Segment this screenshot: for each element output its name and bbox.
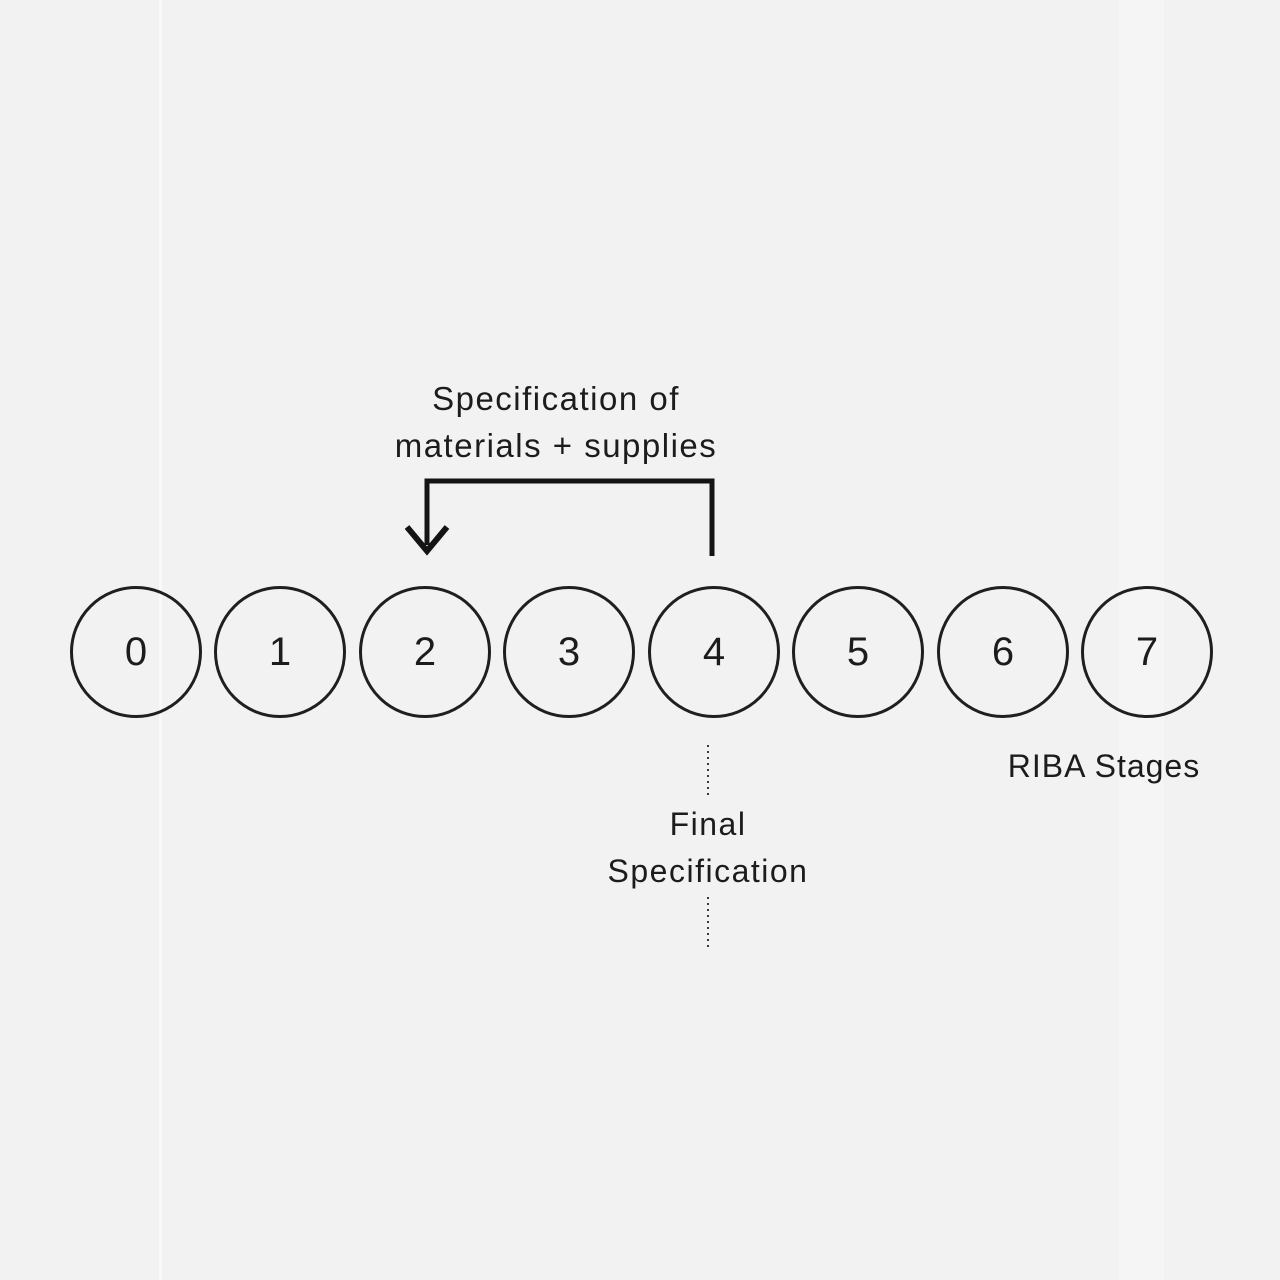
spec-materials-line2: materials + supplies bbox=[394, 427, 718, 464]
arrowhead-down-icon bbox=[404, 525, 450, 556]
stage-number-0: 0 bbox=[124, 629, 148, 674]
final-specification-line2: Specification bbox=[607, 853, 809, 889]
dotted-connector-top bbox=[707, 745, 709, 798]
bracket-line bbox=[424, 478, 715, 556]
dotted-connector-bottom bbox=[707, 897, 709, 949]
stage-number-5: 5 bbox=[846, 629, 870, 674]
spec-materials-line1: Specification of bbox=[432, 380, 680, 417]
stage-circle-6: 6 bbox=[937, 586, 1069, 718]
stage-circle-0: 0 bbox=[70, 586, 202, 718]
riba-stages-label: RIBA Stages bbox=[1007, 748, 1201, 784]
stage-number-2: 2 bbox=[413, 629, 437, 674]
stage-circle-5: 5 bbox=[792, 586, 924, 718]
final-specification-label: Final Specification bbox=[558, 801, 858, 895]
stage-number-3: 3 bbox=[557, 629, 581, 674]
stage-circle-4: 4 bbox=[648, 586, 780, 718]
stage-circle-3: 3 bbox=[503, 586, 635, 718]
bracket-arrow bbox=[404, 478, 715, 556]
stage-circle-1: 1 bbox=[214, 586, 346, 718]
stage-circle-7: 7 bbox=[1081, 586, 1213, 718]
spec-materials-label: Specification of materials + supplies bbox=[386, 375, 726, 469]
stage-number-7: 7 bbox=[1135, 629, 1159, 674]
stage-number-4: 4 bbox=[702, 629, 726, 674]
stage-circle-2: 2 bbox=[359, 586, 491, 718]
stage-number-1: 1 bbox=[268, 629, 292, 674]
stage-number-6: 6 bbox=[991, 629, 1015, 674]
final-specification-line1: Final bbox=[669, 806, 747, 842]
